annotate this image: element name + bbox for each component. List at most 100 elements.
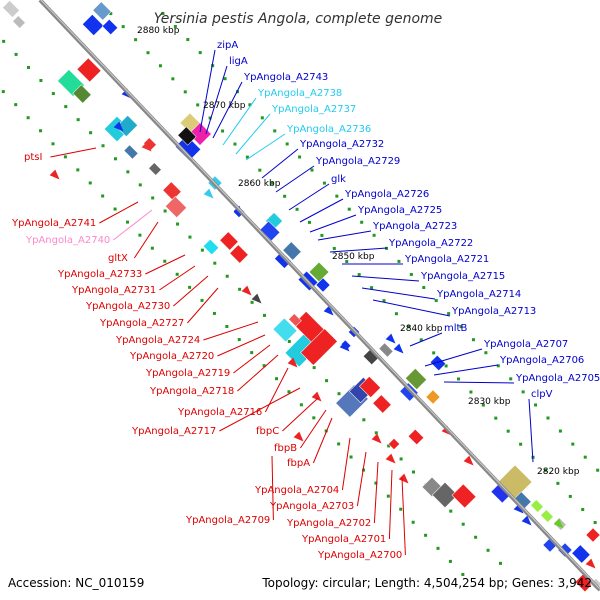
tick-dot [262, 364, 266, 368]
tick-dot [571, 442, 575, 446]
gene-feature-block [372, 394, 392, 414]
leader-line-plus [275, 165, 315, 193]
gene-label-plus: YpAngola_A2736 [286, 124, 371, 135]
scale-tick-label: 2830 kbp [468, 397, 511, 407]
tick-dot [337, 392, 341, 396]
tick-dot [273, 129, 277, 133]
tick-dot [471, 338, 475, 342]
gene-label-plus: mltB [444, 323, 467, 334]
gene-feature-block [359, 376, 381, 398]
gene-feature-block [571, 544, 591, 564]
tick-dot [275, 377, 279, 381]
gene-label-minus: YpAngola_A2709 [185, 515, 270, 526]
gene-label-minus: YpAngola_A2701 [301, 534, 386, 545]
tick-dot [51, 142, 55, 146]
tick-dot [481, 403, 485, 407]
tick-dot [1, 90, 5, 94]
gene-feature-block [82, 14, 104, 36]
gene-label-plus: zipA [217, 40, 238, 51]
gene-feature-block [165, 196, 187, 218]
leader-line-plus [433, 364, 499, 376]
tick-dot [295, 207, 299, 211]
leader-line-plus [528, 398, 534, 463]
gene-label-minus: ptsI [24, 152, 42, 163]
gene-arrow [553, 518, 564, 529]
gene-label-minus: YpAngola_A2718 [149, 386, 234, 397]
tick-dot [534, 403, 538, 407]
tick-dot [509, 377, 513, 381]
tick-dot [121, 25, 125, 29]
tick-dot [223, 77, 227, 81]
gene-feature-block [177, 126, 197, 146]
tick-dot [146, 51, 150, 55]
tick-dot [496, 364, 500, 368]
tick-dot [27, 65, 30, 69]
gene-label-plus: YpAngola_A2705 [515, 373, 600, 384]
tick-dot [409, 272, 413, 276]
tick-dot [163, 209, 167, 213]
gene-label-plus: YpAngola_A2738 [257, 88, 342, 99]
tick-dot [397, 259, 401, 263]
tick-dot [494, 416, 498, 420]
tick-dot [26, 116, 30, 120]
gene-label-minus: YpAngola_A2724 [115, 335, 200, 346]
gene-feature-block [219, 231, 239, 251]
gene-label-plus: glk [331, 174, 346, 185]
tick-dot [449, 509, 453, 513]
gene-feature-block [540, 509, 554, 523]
gene-feature-block [274, 251, 292, 269]
leader-line-minus [271, 455, 274, 521]
tick-dot [335, 194, 339, 198]
tick-dot [498, 561, 502, 565]
leader-line-minus [159, 265, 196, 291]
leader-line-minus [341, 437, 351, 491]
tick-dot [89, 131, 93, 135]
tick-dot [183, 90, 187, 94]
tick-dot [461, 572, 465, 576]
scale-tick-label: 2870 kbp [203, 101, 246, 111]
tick-dot [362, 418, 366, 422]
tick-dot [486, 548, 490, 552]
leader-line-minus [401, 477, 406, 556]
gene-feature-block [92, 1, 112, 21]
tick-dot [161, 11, 165, 15]
tick-dot [188, 235, 192, 239]
gene-label-plus: YpAngola_A2722 [388, 238, 473, 249]
tick-dot [447, 312, 451, 316]
tick-dot [212, 311, 216, 315]
gene-arrow [385, 333, 396, 344]
gene-label-plus: YpAngola_A2723 [372, 221, 457, 232]
accession-text: Accession: NC_010159 [8, 576, 144, 590]
tick-dot [126, 170, 130, 174]
tick-dot [596, 468, 600, 472]
tick-dot [372, 233, 376, 237]
gene-feature-block [429, 354, 447, 372]
leader-line-minus [282, 397, 319, 432]
gene-feature-block [202, 238, 220, 256]
tick-dot [250, 351, 254, 355]
gene-arrow [49, 169, 60, 180]
gene-feature-block [308, 261, 330, 283]
tick-dot [225, 325, 229, 328]
gene-feature-block [12, 15, 26, 29]
tick-dot [200, 248, 204, 252]
tick-dot [568, 494, 572, 498]
tick-dot [126, 220, 129, 224]
tick-dot [543, 468, 547, 472]
tick-dot [386, 494, 390, 498]
leader-line-plus [199, 49, 216, 133]
gene-feature-block [123, 144, 139, 160]
gene-feature-block [530, 499, 544, 513]
scale-tick-label: 2880 kbp [137, 26, 180, 36]
gene-label-plus: clpV [531, 389, 553, 400]
gene-arrow [463, 455, 474, 466]
tick-dot [248, 103, 252, 107]
tick-dot [411, 520, 415, 524]
gene-feature-block [282, 241, 302, 261]
tick-dot [337, 442, 341, 446]
tick-dot [360, 220, 364, 224]
gene-feature-block [188, 122, 212, 146]
